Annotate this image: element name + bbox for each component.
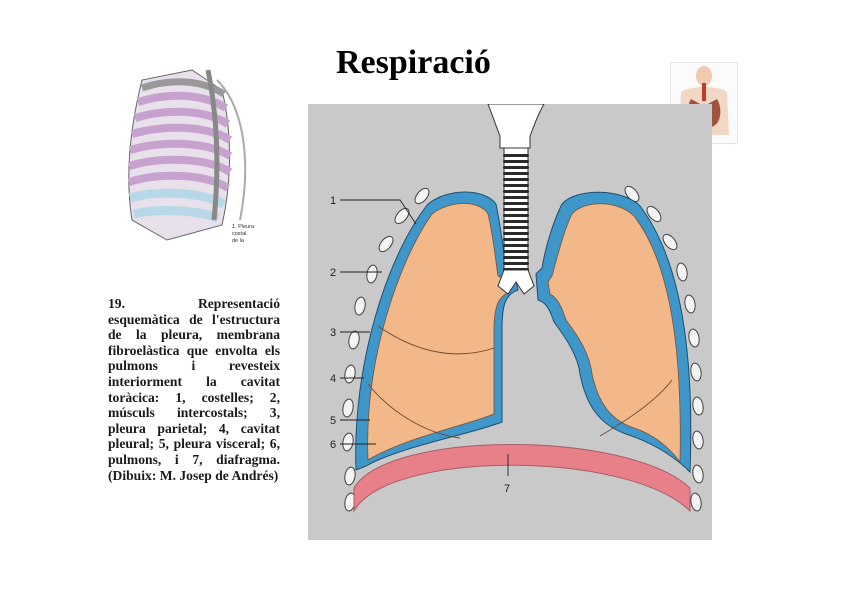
page-title: Respiració xyxy=(336,44,506,82)
pleura-diagram: 1 2 3 4 5 6 7 xyxy=(308,104,712,540)
label-number-3: 3 xyxy=(330,327,336,339)
trachea-ring xyxy=(503,238,529,241)
trachea-ring xyxy=(503,166,529,169)
trachea-ring xyxy=(503,160,529,163)
label-number-7: 7 xyxy=(504,483,510,495)
trachea-ring xyxy=(503,256,529,259)
caption-text: 19. Representació esquemàtica de l'estru… xyxy=(108,296,280,483)
trachea-ring xyxy=(503,262,529,265)
ribcage-drawing xyxy=(129,70,245,240)
trachea-ring xyxy=(503,250,529,253)
trachea-ring xyxy=(503,202,529,205)
ribcage-label-line: costal xyxy=(232,231,246,237)
trachea-ring xyxy=(503,208,529,211)
label-number-6: 6 xyxy=(330,439,336,451)
trachea-ring xyxy=(503,190,529,193)
label-number-4: 4 xyxy=(330,373,336,385)
trachea-ring xyxy=(503,172,529,175)
label-number-5: 5 xyxy=(330,415,336,427)
trachea-ring xyxy=(503,154,529,157)
label-number-2: 2 xyxy=(330,267,336,279)
ribcage-illustration: 1. Pleura costal de la xyxy=(112,50,272,250)
trachea-ring xyxy=(503,178,529,181)
label-number-1: 1 xyxy=(330,195,336,207)
ribcage-label-line: de la xyxy=(232,238,245,244)
trachea-ring xyxy=(503,232,529,235)
trachea-ring xyxy=(503,196,529,199)
trachea-ring xyxy=(503,220,529,223)
trachea-ring xyxy=(503,214,529,217)
trachea-ring xyxy=(503,244,529,247)
trachea-ring xyxy=(503,226,529,229)
ribcage-label: 1. Pleura costal de la xyxy=(232,224,255,244)
trachea-ring xyxy=(503,184,529,187)
ribcage-label-line: 1. Pleura xyxy=(232,224,255,230)
figure-caption: 19. Representació esquemàtica de l'estru… xyxy=(108,296,280,483)
